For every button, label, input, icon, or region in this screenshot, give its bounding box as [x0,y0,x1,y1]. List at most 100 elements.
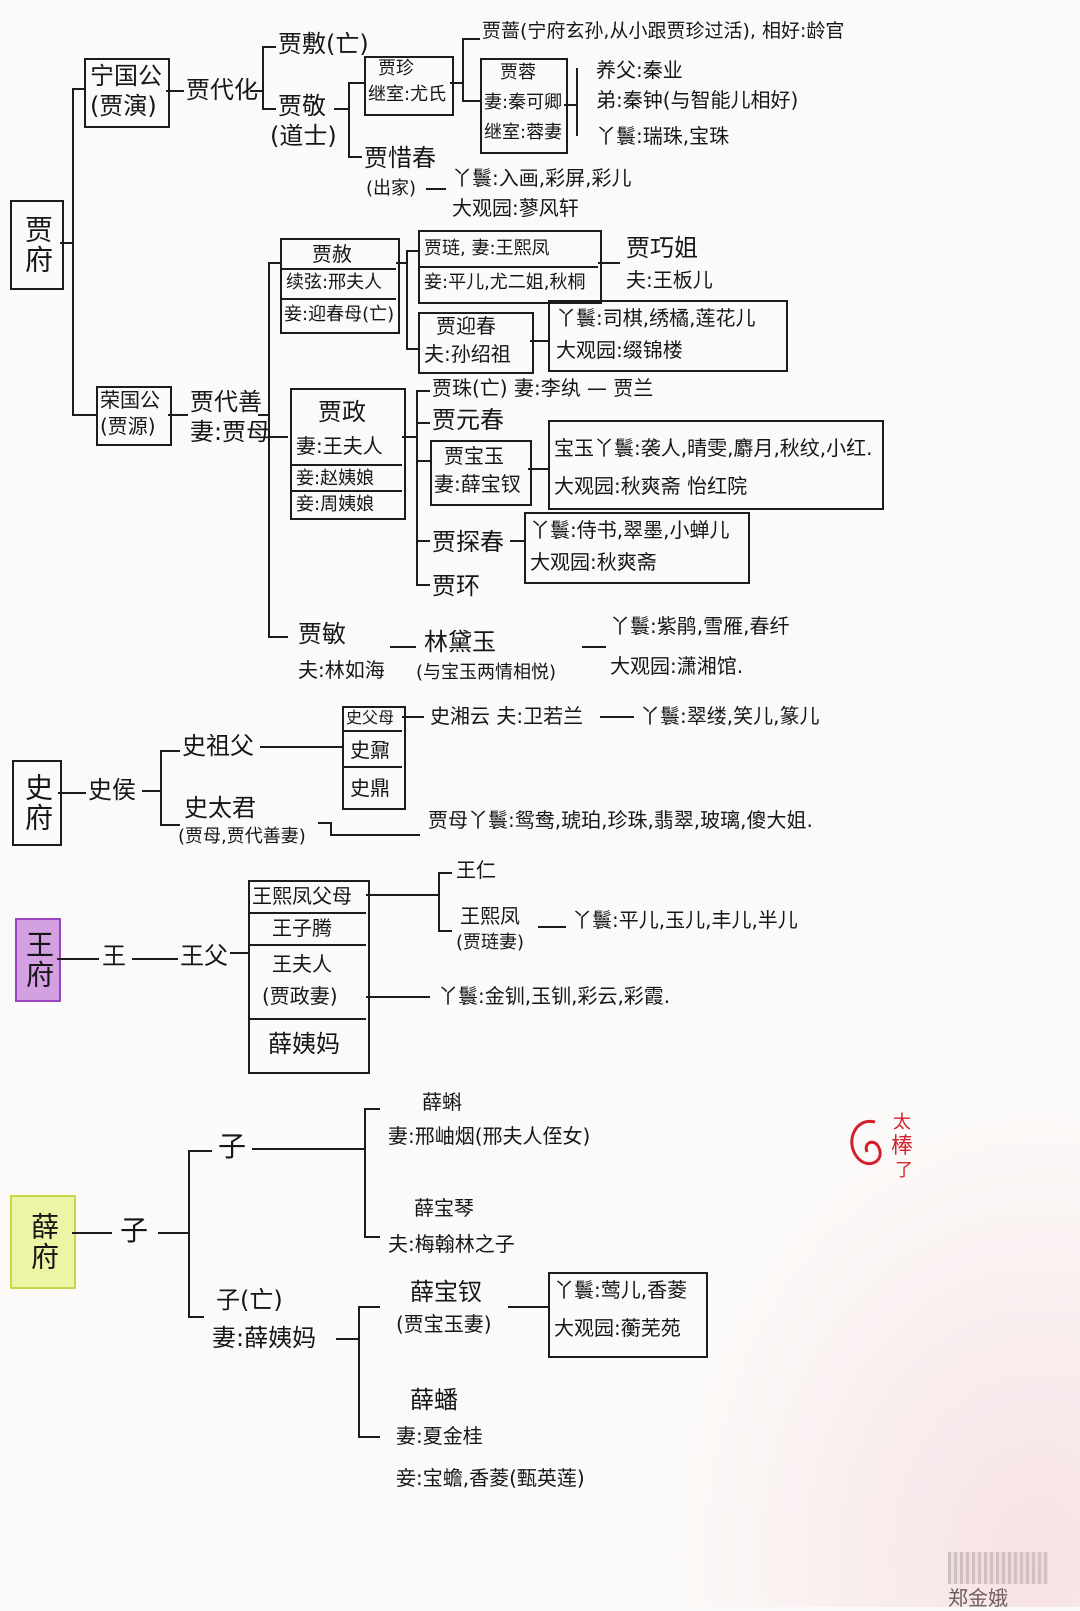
stamp-char-1: 太 [893,1112,911,1133]
baoyu-info-box [548,420,884,510]
house-label-jia: 贾府 [10,200,64,290]
baoyu-maids: 宝玉丫鬟:袭人,晴雯,麝月,秋纹,小红. [554,436,873,460]
connector [160,750,162,826]
connector [598,262,620,264]
jia-yingchun: 贾迎春 [436,314,496,338]
connector [396,262,406,264]
yingchun-maids: 丫鬟:司棋,绣橘,莲花儿 [556,306,756,330]
connector [462,38,464,102]
jia-lian: 贾琏, 妻:王熙凤 [424,238,550,259]
jia-min: 贾敏 [298,620,346,648]
jia-zheng-wife: 妻:王夫人 [296,434,383,458]
connector [510,540,524,542]
furen-maids: 丫鬟:金钏,玉钏,彩云,彩霞. [438,984,671,1008]
connector [58,792,86,794]
divider [342,766,402,768]
tanchun-maids: 丫鬟:侍书,翠墨,小蝉儿 [530,518,730,542]
connector [188,1316,204,1318]
house-label-shi: 史府 [12,760,62,846]
ningguo-box [84,58,170,128]
jia-lian-concubines: 妾:平儿,尤二姐,秋桐 [424,272,586,293]
qin-maids: 丫鬟:瑞珠,宝珠 [596,124,730,148]
jia-min-husband: 夫:林如海 [298,658,385,682]
jia-daihua: 贾代化 [186,76,258,104]
jia-rong: 贾蓉 [500,62,536,83]
connector [142,790,160,792]
baochai-maids: 丫鬟:莺儿,香菱 [554,1278,688,1302]
xue-pan-concubines: 妾:宝蟾,香菱(甄英莲) [396,1466,585,1490]
wang-furen: 王夫人 [272,952,332,976]
connector [402,716,424,718]
connector [262,108,276,110]
stamp-char-2: 棒 [891,1134,914,1159]
connector [72,1232,112,1234]
connector [416,460,430,462]
jia-qiaojie: 贾巧姐 [626,234,698,262]
connector [530,340,548,342]
xue-baoqin: 薛宝琴 [414,1196,474,1220]
connector [318,822,330,824]
connector [450,82,462,84]
connector [390,646,416,648]
xue-yima: 薛姨妈 [268,1030,340,1058]
jia-rong-box [480,58,568,154]
connector [416,540,430,542]
connector [336,1338,358,1340]
connector [268,436,288,438]
house-label-wang: 王府 [15,918,61,1002]
shi-taijun-note: (贾母,贾代善妻) [178,826,306,847]
rongguo-box [96,386,172,446]
xifeng-maids: 丫鬟:平儿,玉儿,丰儿,半儿 [572,908,798,932]
connector [258,414,268,416]
connector [260,746,342,748]
swirl-icon [850,1119,882,1166]
daiyu-maids: 丫鬟:紫鹃,雪雁,春纤 [610,614,790,638]
divider [280,268,396,270]
jia-jing-note: (道士) [270,122,337,150]
connector [366,996,430,998]
xue-son-root: 子 [120,1214,149,1247]
connector [160,824,180,826]
wang-ziteng: 王子腾 [272,916,332,940]
jia-daishan-wife: 妻:贾母 [190,418,271,446]
connector [564,104,576,106]
baochai-garden: 大观园:蘅芜苑 [554,1316,681,1340]
jia-huan: 贾环 [432,572,480,600]
connector [268,636,288,638]
jia-she: 贾赦 [312,242,352,266]
connector [160,750,180,752]
jia-jing: 贾敬 [278,92,326,120]
jia-rong-second-wife: 继室:蓉妻 [484,122,563,143]
connector [416,422,430,424]
connector [600,716,634,718]
watermark-text: 郑金娥 [948,1586,1008,1610]
connector [166,90,184,92]
jia-zhen-box [364,56,454,116]
jia-baoyu-wife: 妻:薛宝钗 [434,472,521,496]
connector [358,1306,360,1438]
xichun-maids: 丫鬟:入画,彩屏,彩儿 [452,166,632,190]
connector [72,88,86,90]
ningguo-name: (贾演) [90,92,157,120]
jia-zhen: 贾珍 [378,58,414,79]
connector [366,894,438,896]
connector [364,1108,366,1238]
jia-yingchun-husband: 夫:孙绍祖 [424,342,511,366]
connector [462,38,480,40]
connector [364,1108,380,1110]
wang-father: 王父 [180,942,228,970]
lin-daiyu: 林黛玉 [424,628,496,656]
jia-fu: 贾敷(亡) [278,30,369,58]
shi-parents: 史父母 [346,708,395,727]
watermark: 郑金娥 [948,1552,1058,1610]
rongguo-name: (贾源) [100,414,156,438]
connector [528,468,548,470]
wang-furen-note: (贾政妻) [262,984,338,1008]
baochai-info-box [548,1272,708,1358]
xue-son-2: 子(亡) [216,1286,283,1314]
house-label-xue: 薛府 [10,1195,76,1289]
shi-xiangyun: 史湘云 夫:卫若兰 [430,704,584,728]
xue-ke: 薛蝌 [422,1090,462,1114]
wang-xifeng: 王熙凤 [460,904,520,928]
